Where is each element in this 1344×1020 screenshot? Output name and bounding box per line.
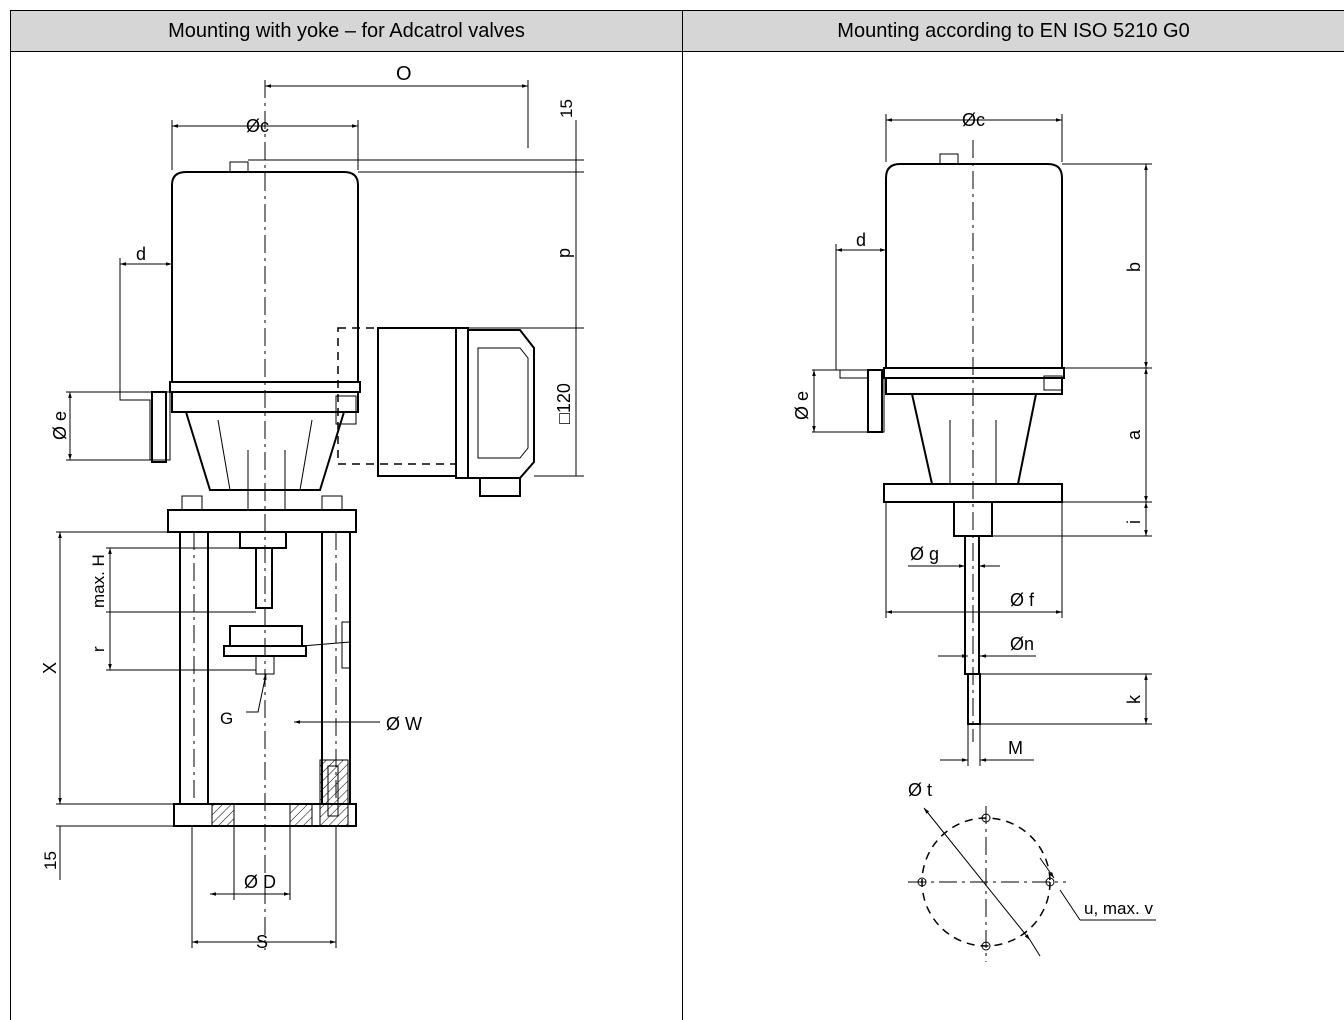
dim-d-right: d — [856, 230, 866, 250]
dim-max-H: max. H — [89, 554, 108, 608]
right-actuator-drawing — [812, 114, 1156, 962]
dim-r: r — [89, 646, 108, 652]
dim-oc-right: Øc — [962, 110, 985, 130]
dim-og: Ø g — [910, 544, 939, 564]
left-dimension-labels: O 15 Øc d p □120 Ø e max. H r X G Ø W 15… — [40, 63, 576, 952]
dim-ot: Ø t — [908, 780, 932, 800]
dim-sq120: □120 — [554, 383, 574, 424]
dim-b: b — [1124, 262, 1144, 272]
dim-15-top: 15 — [557, 99, 576, 118]
dim-M: M — [1008, 738, 1023, 758]
header-yoke-mounting: Mounting with yoke – for Adcatrol valves — [10, 10, 683, 52]
left-panel-border — [10, 51, 11, 1020]
panel-divider — [682, 51, 683, 1020]
dim-oc-left: Øc — [246, 116, 269, 136]
dim-15-bottom: 15 — [41, 851, 60, 870]
dim-OD: Ø D — [244, 872, 276, 892]
left-actuator-drawing — [56, 80, 584, 950]
header-iso-mounting: Mounting according to EN ISO 5210 G0 — [682, 10, 1344, 52]
label-G: G — [220, 709, 233, 728]
dim-a: a — [1124, 429, 1144, 440]
dim-of: Ø f — [1010, 590, 1035, 610]
dim-oe-right: Ø e — [792, 391, 812, 420]
dim-S: S — [256, 932, 268, 952]
dim-O: O — [396, 63, 412, 85]
dim-d-left: d — [136, 244, 146, 264]
dim-X: X — [40, 662, 60, 674]
dim-p: p — [554, 248, 574, 258]
dim-on: Øn — [1010, 634, 1034, 654]
right-housing — [885, 163, 1063, 369]
left-housing — [171, 171, 359, 383]
dim-oe-left: Ø e — [50, 411, 70, 440]
dim-i: i — [1124, 520, 1144, 524]
dim-OW: Ø W — [386, 714, 422, 734]
dim-k: k — [1124, 694, 1144, 704]
right-dimension-labels: Øc d b Ø e a i Ø g Ø f Øn k M Ø t u, max… — [792, 110, 1153, 918]
dim-u-max-v: u, max. v — [1084, 899, 1153, 918]
